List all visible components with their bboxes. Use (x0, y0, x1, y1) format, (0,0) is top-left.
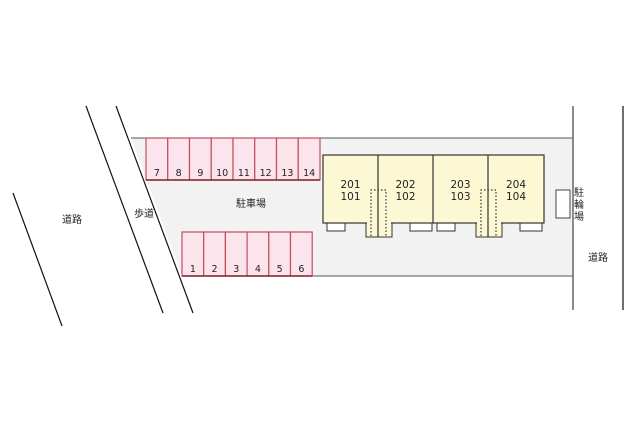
parking-slot: 9 (188, 137, 212, 181)
parking-slot: 4 (246, 231, 270, 277)
unit-number-lower: 103 (450, 191, 470, 203)
bike-parking-label-char: 輪 (574, 200, 584, 211)
unit-number-upper: 203 (450, 179, 470, 191)
unit-number-upper: 201 (340, 179, 360, 191)
unit-number-lower: 101 (340, 191, 360, 203)
stairway (480, 189, 497, 236)
unit-number-lower: 104 (506, 191, 526, 203)
parking-slot-number: 1 (190, 264, 196, 275)
parking-lot-label: 駐車場 (236, 199, 266, 210)
parking-row-upper: 7 8 9 10 11 12 13 14 (145, 137, 321, 181)
balcony (436, 222, 456, 232)
parking-slot-number: 13 (281, 168, 293, 179)
parking-slot: 1 (181, 231, 205, 277)
road-left-label: 道路 (62, 215, 82, 226)
stairway (370, 189, 387, 236)
bike-parking-label-char: 駐 (574, 188, 584, 199)
sidewalk-label: 歩道 (134, 209, 154, 220)
balcony (519, 222, 543, 232)
parking-slot-number: 5 (277, 264, 283, 275)
parking-slot: 3 (224, 231, 248, 277)
bike-parking-label: 駐輪場 (573, 188, 585, 224)
unit-number-upper: 202 (395, 179, 415, 191)
unit-number-lower: 102 (395, 191, 415, 203)
parking-slot: 7 (145, 137, 169, 181)
parking-slot: 13 (275, 137, 299, 181)
parking-slot: 11 (232, 137, 256, 181)
parking-row-lower: 1 2 3 4 5 6 (181, 231, 313, 277)
parking-slot-number: 7 (154, 168, 160, 179)
bike-shed (555, 189, 571, 219)
bike-parking-label-char: 場 (574, 212, 584, 223)
parking-slot-number: 14 (303, 168, 315, 179)
parking-slot-number: 10 (216, 168, 228, 179)
parking-slot: 12 (254, 137, 278, 181)
road-left-edge-line (12, 192, 63, 327)
road-right-label: 道路 (588, 253, 608, 264)
parking-slot: 10 (210, 137, 234, 181)
parking-slot-number: 4 (255, 264, 261, 275)
unit-number-upper: 204 (506, 179, 526, 191)
road-sidewalk-line (85, 105, 164, 314)
parking-slot: 6 (289, 231, 313, 277)
parking-slot-number: 8 (176, 168, 182, 179)
parking-slot: 14 (297, 137, 321, 181)
balcony (326, 222, 346, 232)
parking-slot-number: 9 (197, 168, 203, 179)
balcony (409, 222, 433, 232)
parking-slot-number: 12 (260, 168, 272, 179)
parking-slot: 8 (167, 137, 191, 181)
sidewalk-lot-line (115, 105, 194, 314)
parking-slot-number: 2 (212, 264, 218, 275)
parking-slot-number: 6 (298, 264, 304, 275)
parking-slot: 2 (203, 231, 226, 277)
parking-slot-number: 3 (233, 264, 239, 275)
parking-slot: 5 (268, 231, 292, 277)
parking-slot-number: 11 (238, 168, 250, 179)
